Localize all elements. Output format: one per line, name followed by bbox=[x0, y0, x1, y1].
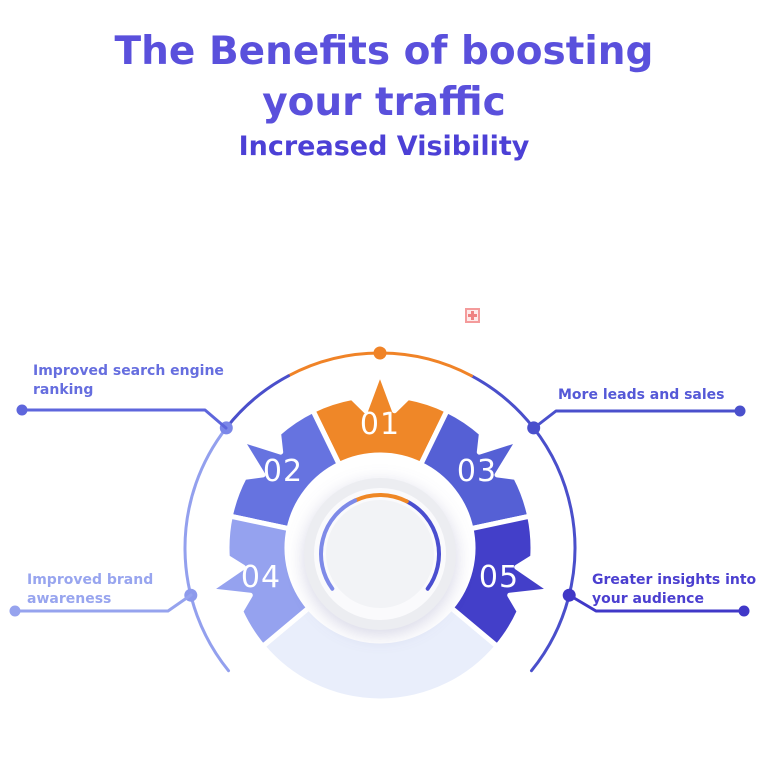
page-title-line1: The Benefits of boosting bbox=[114, 29, 654, 74]
wheel-segment-03 bbox=[418, 408, 533, 532]
callout-dot-1 bbox=[734, 405, 746, 417]
segment-number-05: 05 bbox=[478, 560, 520, 595]
segment-number-03: 03 bbox=[456, 454, 498, 489]
callout-connector-0 bbox=[20, 408, 228, 430]
wheel-segment-05 bbox=[448, 513, 554, 649]
broken-image-icon bbox=[465, 308, 480, 323]
wheel-segment-bottom bbox=[260, 605, 500, 704]
callout-brand-awareness: Improved brand awareness bbox=[27, 572, 154, 607]
callout-connector-3 bbox=[13, 593, 193, 613]
wheel-segment-01 bbox=[310, 369, 450, 467]
center-circle-disk bbox=[326, 500, 434, 608]
callout-connector-2 bbox=[567, 593, 746, 613]
inner-ring-arc-2 bbox=[319, 498, 358, 591]
inner-ring-arc-0 bbox=[404, 499, 441, 591]
plus-icon-bar bbox=[471, 311, 474, 320]
page-title-line2: your traffic bbox=[262, 80, 506, 125]
wheel-segment-04 bbox=[206, 513, 312, 649]
header: The Benefits of boosting your traffic In… bbox=[0, 26, 768, 163]
callout-connector-1 bbox=[532, 409, 742, 430]
outer-ring-arc-3 bbox=[183, 426, 230, 673]
callout-search-engine-ranking: Improved search engine ranking bbox=[33, 363, 224, 398]
outer-ring-arc-0 bbox=[470, 374, 577, 673]
callout-dot-3 bbox=[9, 605, 21, 617]
outer-ring-arc-2 bbox=[224, 374, 290, 430]
page-subtitle: Increased Visibility bbox=[238, 131, 530, 162]
segment-number-04: 04 bbox=[240, 560, 282, 595]
callout-dot-2 bbox=[738, 605, 750, 617]
inner-ring-arc-1 bbox=[353, 493, 409, 504]
wheel-segment-02 bbox=[227, 408, 342, 532]
callout-more-leads-sales: More leads and sales bbox=[558, 387, 725, 403]
segment-number-01: 01 bbox=[359, 407, 401, 442]
segment-number-02: 02 bbox=[262, 454, 304, 489]
ring-dot-0 bbox=[373, 346, 387, 360]
callout-greater-insights: Greater insights into your audience bbox=[592, 572, 757, 607]
callout-dot-0 bbox=[16, 404, 28, 416]
